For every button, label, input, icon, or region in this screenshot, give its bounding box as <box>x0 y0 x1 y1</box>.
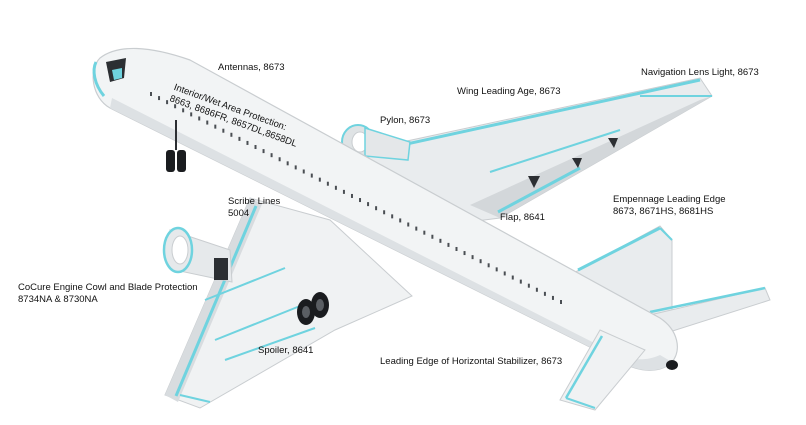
scribe-title-text: Scribe Lines <box>228 196 280 208</box>
empennage-title-text: Empennage Leading Edge <box>613 194 726 206</box>
window <box>552 296 554 300</box>
window <box>512 276 514 280</box>
horizontal-stab-text: Leading Edge of Horizontal Stabilizer, 8… <box>380 356 562 368</box>
window <box>255 145 257 149</box>
window <box>327 182 329 186</box>
label-pylon: Pylon, 8673 <box>380 115 430 127</box>
window <box>375 206 377 210</box>
window <box>399 218 401 222</box>
label-cocure-engine-cowl: CoCure Engine Cowl and Blade Protection … <box>18 282 198 306</box>
cocure-title-text: CoCure Engine Cowl and Blade Protection <box>18 282 198 294</box>
label-navigation-lens-light: Navigation Lens Light, 8673 <box>641 67 759 79</box>
window <box>222 129 224 133</box>
antennas-text: Antennas, 8673 <box>218 62 285 74</box>
window <box>431 235 433 239</box>
window <box>520 280 522 284</box>
window <box>383 210 385 214</box>
window <box>528 284 530 288</box>
window <box>447 243 449 247</box>
window <box>560 300 562 304</box>
window <box>279 157 281 161</box>
window <box>214 125 216 129</box>
window <box>480 259 482 263</box>
window <box>415 227 417 231</box>
window <box>544 292 546 296</box>
nav-lens-text: Navigation Lens Light, 8673 <box>641 67 759 79</box>
window <box>351 194 353 198</box>
window <box>263 149 265 153</box>
empennage-codes-text: 8673, 8671HS, 8681HS <box>613 206 726 218</box>
window <box>319 178 321 182</box>
flap-text: Flap, 8641 <box>500 212 545 224</box>
window <box>423 231 425 235</box>
window <box>271 153 273 157</box>
label-spoiler: Spoiler, 8641 <box>258 345 313 357</box>
window <box>367 202 369 206</box>
window <box>311 174 313 178</box>
window <box>158 96 160 100</box>
label-empennage-leading-edge: Empennage Leading Edge 8673, 8671HS, 868… <box>613 194 726 218</box>
window <box>464 251 466 255</box>
label-flap: Flap, 8641 <box>500 212 545 224</box>
pylon-text: Pylon, 8673 <box>380 115 430 127</box>
window <box>391 214 393 218</box>
window <box>359 198 361 202</box>
window <box>455 247 457 251</box>
label-horizontal-stabilizer: Leading Edge of Horizontal Stabilizer, 8… <box>380 356 562 368</box>
window <box>496 267 498 271</box>
window <box>536 288 538 292</box>
cocure-codes-text: 8734NA & 8730NA <box>18 294 198 306</box>
spoiler-text: Spoiler, 8641 <box>258 345 313 357</box>
window <box>343 190 345 194</box>
window <box>504 271 506 275</box>
window <box>238 137 240 141</box>
window <box>150 92 152 96</box>
near-engine <box>164 228 232 282</box>
window <box>439 239 441 243</box>
scribe-code-text: 5004 <box>228 208 280 220</box>
window <box>303 169 305 173</box>
window <box>198 116 200 120</box>
window <box>472 255 474 259</box>
label-wing-leading-edge: Wing Leading Age, 8673 <box>457 86 561 98</box>
window <box>295 165 297 169</box>
wing-leading-text: Wing Leading Age, 8673 <box>457 86 561 98</box>
window <box>488 263 490 267</box>
label-scribe-lines: Scribe Lines 5004 <box>228 196 280 220</box>
window <box>407 223 409 227</box>
window <box>335 186 337 190</box>
window <box>206 121 208 125</box>
window <box>287 161 289 165</box>
label-antennas: Antennas, 8673 <box>218 62 285 74</box>
window <box>246 141 248 145</box>
window <box>230 133 232 137</box>
